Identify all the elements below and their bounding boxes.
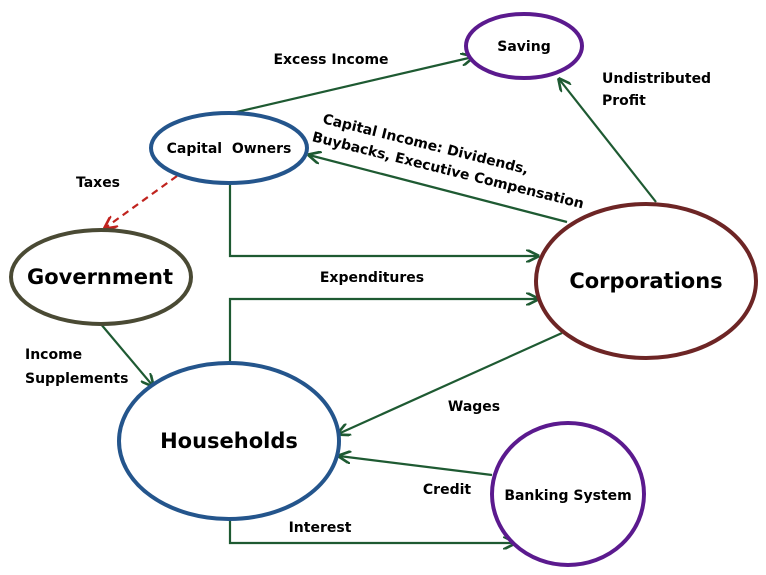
undistributed-profit-line-2: Profit [602, 93, 646, 109]
government-node: Government [9, 228, 193, 326]
capital-owners-to-corporations-arrow [228, 183, 538, 256]
wages-arrow [338, 331, 563, 434]
expenditures-label: Expenditures [320, 270, 424, 286]
credit-label: Credit [423, 482, 471, 498]
government-label: Government [27, 265, 173, 289]
households-node: Households [117, 361, 341, 521]
income-supplements-line-1: Income [25, 347, 82, 363]
government-ellipse [9, 228, 193, 326]
income-supplements-label: Income Supplements [25, 347, 128, 387]
saving-label: Saving [497, 39, 550, 55]
banking-system-node: Banking System [490, 421, 646, 567]
capital-income-label: Capital Income: Dividends, Buybacks, Exe… [310, 110, 590, 213]
income-supplements-arrow [99, 322, 153, 386]
credit-arrow [339, 456, 493, 477]
undistributed-profit-label: Undistributed Profit [602, 71, 716, 109]
banking-system-label: Banking System [504, 488, 631, 504]
saving-ellipse [464, 12, 584, 80]
taxes-arrow [105, 175, 178, 228]
banking-system-ellipse [490, 421, 646, 567]
income-supplements-line-2: Supplements [25, 371, 128, 387]
wages-label: Wages [448, 399, 500, 415]
corporations-label: Corporations [569, 269, 722, 293]
capital-owners-node: Capital Owners [149, 111, 309, 185]
interest-arrow [228, 518, 515, 543]
households-ellipse [117, 361, 341, 521]
undistributed-profit-line-1: Undistributed [602, 71, 711, 87]
corporations-ellipse [534, 202, 758, 360]
capital-owners-ellipse [149, 111, 309, 185]
expenditures-arrow [228, 299, 538, 364]
capital-owners-label: Capital Owners [167, 141, 292, 157]
corporations-node: Corporations [534, 202, 758, 360]
excess-income-arrow [227, 57, 473, 116]
taxes-label: Taxes [76, 175, 120, 191]
undistributed-profit-arrow [559, 79, 657, 203]
interest-label: Interest [289, 520, 352, 536]
capital-income-arrow [309, 155, 568, 224]
excess-income-label: Excess Income [273, 52, 388, 68]
saving-node: Saving [464, 12, 584, 80]
households-label: Households [160, 429, 298, 453]
